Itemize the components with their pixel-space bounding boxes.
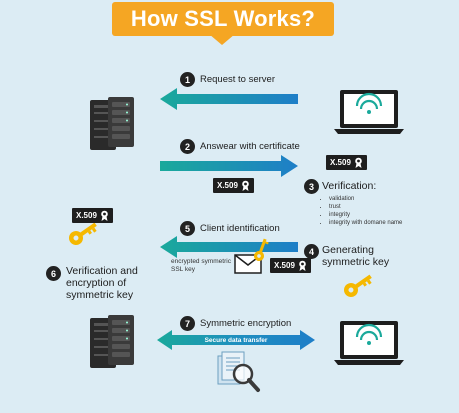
- certificate-label: X.509: [217, 181, 238, 190]
- document-magnifier-icon: [217, 351, 260, 392]
- step-label-request: Request to server: [200, 74, 275, 85]
- medal-icon: [101, 210, 108, 221]
- medal-icon: [355, 157, 362, 168]
- verification-item: validation: [329, 195, 410, 203]
- certificate-label: X.509: [330, 158, 351, 167]
- step-number: 3: [304, 179, 319, 194]
- step-number: 7: [180, 316, 195, 331]
- certificate-badge: X.509: [270, 258, 311, 273]
- step-number: 2: [180, 139, 195, 154]
- step-label-client-identification: Client identification: [200, 223, 280, 234]
- step-label-verification-encryption: Verification and encryption of symmetric…: [66, 265, 138, 301]
- server-icon: [90, 315, 134, 368]
- certificate-badge: X.509: [326, 155, 367, 170]
- verification-item: integrity with domane name: [329, 219, 410, 227]
- secure-transfer-label: Secure data transfer: [204, 337, 268, 344]
- step-number: 6: [46, 266, 61, 281]
- laptop-icon: [334, 90, 404, 134]
- step-number: 5: [180, 221, 195, 236]
- medal-icon: [242, 180, 249, 191]
- title-banner-tail: [209, 34, 235, 45]
- encrypted-key-label: encrypted symmetric SSL key: [171, 258, 231, 273]
- verification-item: trust: [329, 203, 410, 211]
- certificate-badge: X.509: [72, 208, 113, 223]
- step-number: 4: [304, 244, 319, 259]
- key-icon: [344, 274, 372, 297]
- step-label-answer: Answear with certificate: [200, 141, 300, 152]
- step-number: 1: [180, 72, 195, 87]
- key-icon: [69, 222, 97, 245]
- arrow-client-identification: [160, 236, 298, 258]
- step-label-verification: Verification:: [322, 180, 377, 192]
- server-icon: [90, 97, 134, 150]
- arrow-secure-data-transfer: [157, 330, 315, 350]
- key-icon: [254, 238, 269, 261]
- arrow-answer-with-certificate: [160, 155, 298, 177]
- page-title: How SSL Works?: [130, 6, 316, 31]
- arrow-request-to-server: [160, 88, 298, 110]
- certificate-label: X.509: [274, 261, 295, 270]
- verification-item: integrity: [329, 211, 410, 219]
- step-label-symmetric-encryption: Symmetric encryption: [200, 318, 292, 329]
- verification-list: validation trust integrity integrity wit…: [320, 195, 410, 227]
- certificate-badge: X.509: [213, 178, 254, 193]
- step-label-generating-key: Generating symmetric key: [322, 244, 390, 268]
- certificate-label: X.509: [76, 211, 97, 220]
- laptop-icon: [334, 321, 404, 365]
- medal-icon: [299, 260, 306, 271]
- title-banner: How SSL Works?: [112, 2, 334, 36]
